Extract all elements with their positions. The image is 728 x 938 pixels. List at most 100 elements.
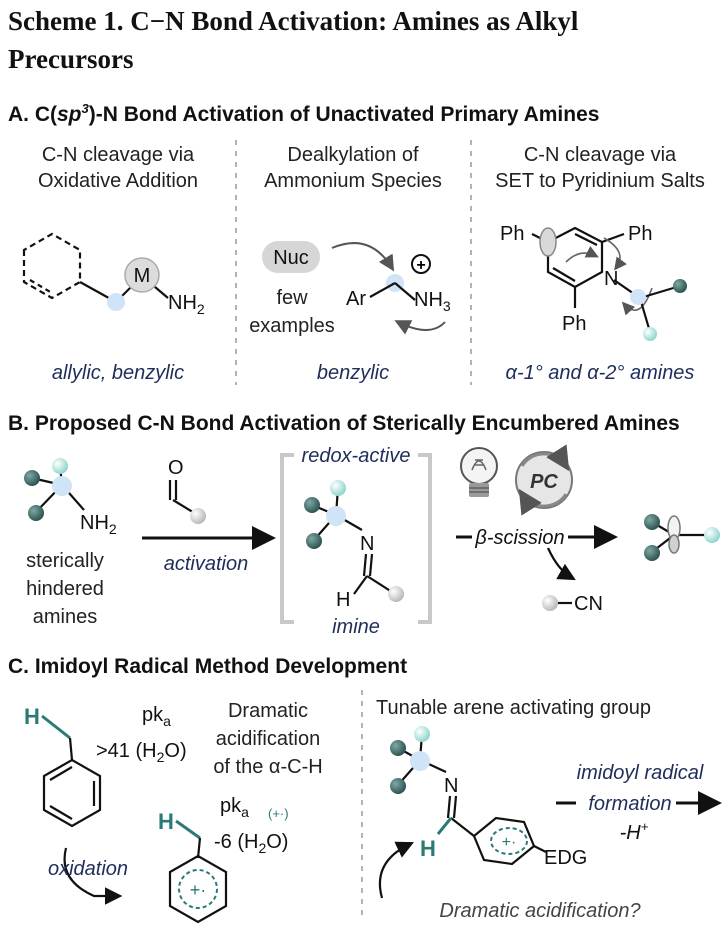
cation-delocalized-ring [178,869,218,909]
toluene-ring [42,758,102,828]
imine-n: N [360,533,374,555]
col1-header-line1: C-N cleavage via [42,144,195,166]
scheme-title-line2: Precursors [8,44,134,74]
col3-header-line2: SET to Pyridinium Salts [495,170,705,192]
b-light-ball [52,458,68,474]
b-dark-ball1 [24,470,40,486]
edg-label: EDG [544,847,587,869]
imine-dark-ball1 [304,497,320,513]
dramatic-line2: acidification [216,728,321,750]
minus-h-label: -H+ [620,819,649,844]
toluene-ch-bond [41,714,71,740]
metal-label: M [134,265,151,287]
col1-header-line2: Oxidative Addition [38,170,198,192]
electron-arrow1 [565,245,599,263]
aldehyde-bonds [168,480,197,515]
edg-bond [533,845,547,853]
metal-circle [124,257,160,293]
electron-arrow2 [603,237,627,271]
arene-charge: +· [502,834,517,851]
c-imine-n: N [444,775,458,797]
oxidation-arrow [63,847,123,905]
beta-scission-label: β-scission [474,527,564,549]
radical-dark-ball1 [644,514,660,530]
imidoyl-line2: formation [588,793,671,815]
col2-caption: benzylic [317,362,389,384]
col1-caption: allylic, benzylic [52,362,184,384]
nuc-label: Nuc [273,247,309,269]
radical-dark-ball2 [644,545,660,561]
col2-nh3-label: NH3 [414,289,451,314]
cn-grey-ball [542,595,558,611]
c-alpha-highlight [410,751,430,771]
deprotonation-arrow [378,841,414,899]
amine-label-1: sterically [26,550,104,572]
pka-label: pka [142,704,171,729]
section-c-heading: C. Imidoyl Radical Method Development [8,655,407,678]
toluene-ipso-bond [68,737,74,761]
b-nh2-label: NH2 [80,512,117,537]
pyridinium-ring [531,226,641,308]
plus-charge-label: + [416,257,425,274]
amine-label-3: amines [33,606,97,628]
nuc-bubble [262,241,320,273]
c-imine-ch-bond [436,817,453,835]
nuc-attack-arrow [331,242,395,272]
col3-header-line1: C-N cleavage via [524,144,677,166]
radical-lobe [539,227,557,257]
pyridinium-n: N [604,268,618,290]
imidoyl-line1: imidoyl radical [577,762,704,784]
toluene-h: H [24,704,40,729]
cation-ipso-bond [196,837,202,859]
examples-label: examples [249,315,335,337]
cation-ch-bond [175,819,201,840]
bracket-right [418,453,432,624]
ammonium-bonds [369,282,416,301]
pc-label: PC [530,471,558,493]
cation-charge: +· [190,880,207,900]
plus-charge-circle [411,254,431,274]
b-dark-ball2 [28,505,44,521]
pka2-radical-cation: (+·) [268,806,289,821]
bracket-left [280,453,294,624]
b-alpha-highlight [52,476,72,496]
col3-light-ball [643,327,657,341]
c-imine-bonds [397,733,475,837]
dramatic-line1: Dramatic [228,700,308,722]
col2-header-line1: Dealkylation of [287,144,419,166]
col3-alpha-highlight [630,289,646,305]
scheme-title: Scheme 1. C−N Bond Activation: Amines as… [8,2,708,78]
photocatalyst-icon [515,444,573,516]
ph-right: Ph [628,223,652,245]
imine-label: imine [332,616,380,638]
c-dark-ball1 [390,740,406,756]
col2-header-line2: Ammonium Species [264,170,442,192]
col1-nh2-label: NH2 [168,292,205,317]
imine-dark-ball2 [306,533,322,549]
dramatic-question: Dramatic acidification? [439,900,641,922]
imine-alpha-highlight [326,506,346,526]
cation-ring [168,854,228,924]
radical-light-ball [704,527,720,543]
cation-h: H [158,809,174,834]
oxidation-label: oxidation [48,858,128,880]
dramatic-line3: of the α-C-H [213,756,322,778]
cn-release-arrow [546,547,576,581]
imine-h: H [336,589,350,611]
pka2-value: -6 (H2O) [214,831,288,856]
light-bulb-icon [460,447,498,497]
pka-value: >41 (H2O) [96,740,187,765]
arene-delocalized-ring [490,827,528,855]
ar-label: Ar [346,288,366,310]
col3-dark-ball [673,279,687,293]
col3-caption: α-1° and α-2° amines [506,362,695,384]
leaving-arrow [394,320,446,335]
amine-label-2: hindered [26,578,104,600]
aldehyde-ball [190,508,206,524]
alpha-carbon-highlight [107,293,125,311]
ph-left: Ph [500,223,524,245]
imine-light-ball [330,480,346,496]
radical-orbital-bottom [668,534,680,554]
ph-bottom: Ph [562,313,586,335]
